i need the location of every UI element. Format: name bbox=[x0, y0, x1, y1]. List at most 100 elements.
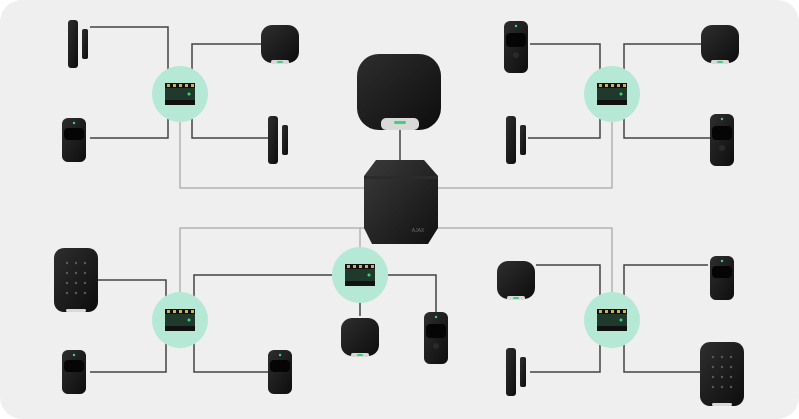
module-pin bbox=[617, 84, 620, 87]
keypad-key bbox=[729, 365, 733, 369]
cam-camera bbox=[433, 343, 439, 349]
wire-bl-keypad bbox=[98, 279, 167, 300]
backbone-wire-top-left bbox=[179, 100, 368, 189]
keypad-icon bbox=[54, 248, 98, 312]
detector-lens bbox=[64, 360, 84, 372]
module-pin bbox=[611, 84, 614, 87]
detector-led bbox=[72, 353, 76, 357]
module-led bbox=[619, 92, 623, 96]
module-led bbox=[187, 92, 191, 96]
cam-lens bbox=[426, 324, 446, 338]
keypad-key bbox=[74, 271, 78, 275]
siren-led bbox=[357, 354, 363, 356]
wire-tl-door-contact bbox=[90, 26, 169, 82]
door-contact-icon bbox=[68, 20, 88, 68]
module-pin bbox=[179, 84, 182, 87]
cam-lens bbox=[506, 33, 526, 47]
keypad-key bbox=[83, 281, 87, 285]
keypad-key bbox=[720, 375, 724, 379]
detector-lens bbox=[270, 360, 290, 372]
devices-layer bbox=[54, 20, 744, 406]
door-contact-icon bbox=[506, 116, 526, 164]
cam-led bbox=[434, 315, 438, 319]
motion-detector-icon bbox=[710, 256, 734, 300]
keypad-key bbox=[711, 375, 715, 379]
motion-detector-icon bbox=[62, 118, 86, 162]
backbone-wires bbox=[179, 100, 613, 312]
motion-cam-icon bbox=[710, 114, 734, 166]
backbone-wire-top-right bbox=[432, 100, 613, 189]
module-pin bbox=[371, 265, 374, 268]
module-board bbox=[597, 309, 627, 331]
wire-br-motion bbox=[623, 264, 708, 300]
door-contact-icon bbox=[268, 116, 288, 164]
module-pin bbox=[599, 84, 602, 87]
wire-br-siren bbox=[536, 264, 601, 300]
keypad-key bbox=[65, 291, 69, 295]
module-board bbox=[345, 264, 375, 286]
module-pin bbox=[173, 84, 176, 87]
siren-icon bbox=[261, 25, 299, 64]
motion-detector-icon bbox=[268, 350, 292, 394]
detector-led bbox=[278, 353, 282, 357]
wire-bl-motion bbox=[90, 332, 167, 373]
wired-module-icon bbox=[152, 292, 208, 348]
module-pin bbox=[167, 84, 170, 87]
module-pin bbox=[347, 265, 350, 268]
cam-camera bbox=[719, 145, 725, 151]
siren-body bbox=[261, 25, 299, 63]
module-pin bbox=[179, 310, 182, 313]
hub-edge bbox=[364, 176, 438, 179]
keypad-base bbox=[66, 309, 86, 312]
hub-body bbox=[364, 160, 438, 244]
module-pin bbox=[611, 310, 614, 313]
contact-main bbox=[68, 20, 78, 68]
module-terminal bbox=[597, 326, 627, 331]
cam-lens bbox=[712, 126, 732, 140]
hub-logo: AJAX bbox=[412, 228, 425, 234]
module-terminal bbox=[165, 326, 195, 331]
siren-body bbox=[701, 25, 739, 63]
keypad-key bbox=[729, 375, 733, 379]
siren-led bbox=[513, 297, 519, 299]
street-siren-led bbox=[394, 121, 406, 124]
keypad-key bbox=[720, 365, 724, 369]
detector-led bbox=[72, 121, 76, 125]
module-pin bbox=[353, 265, 356, 268]
module-board bbox=[165, 83, 195, 105]
module-pin bbox=[191, 310, 194, 313]
keypad-key bbox=[729, 385, 733, 389]
module-led bbox=[367, 273, 371, 277]
keypad-key bbox=[74, 281, 78, 285]
keypad-icon bbox=[700, 342, 744, 406]
contact-main bbox=[506, 116, 516, 164]
siren-led bbox=[717, 61, 723, 63]
module-pin bbox=[617, 310, 620, 313]
keypad-key bbox=[83, 261, 87, 265]
cam-led bbox=[720, 117, 724, 121]
siren-icon bbox=[341, 318, 379, 357]
detector-lens bbox=[64, 128, 84, 140]
motion-cam-icon bbox=[424, 312, 448, 364]
keypad-key bbox=[729, 355, 733, 359]
detector-lens bbox=[712, 266, 732, 278]
wired-module-icon bbox=[584, 66, 640, 122]
siren-body bbox=[497, 261, 535, 299]
contact-magnet bbox=[520, 357, 526, 387]
module-terminal bbox=[345, 281, 375, 286]
contact-main bbox=[268, 116, 278, 164]
backbone-wire-bottom-left bbox=[179, 227, 368, 312]
wire-br-keypad bbox=[623, 332, 702, 373]
module-board bbox=[165, 309, 195, 331]
keypad-key bbox=[720, 385, 724, 389]
keypad-body bbox=[54, 248, 98, 312]
motion-cam-icon bbox=[504, 21, 528, 73]
door-contact-icon bbox=[506, 348, 526, 396]
keypad-key bbox=[65, 271, 69, 275]
hub-hybrid-icon: AJAX bbox=[364, 160, 438, 244]
contact-magnet bbox=[520, 125, 526, 155]
wired-module-icon bbox=[332, 247, 388, 303]
contact-magnet bbox=[282, 125, 288, 155]
